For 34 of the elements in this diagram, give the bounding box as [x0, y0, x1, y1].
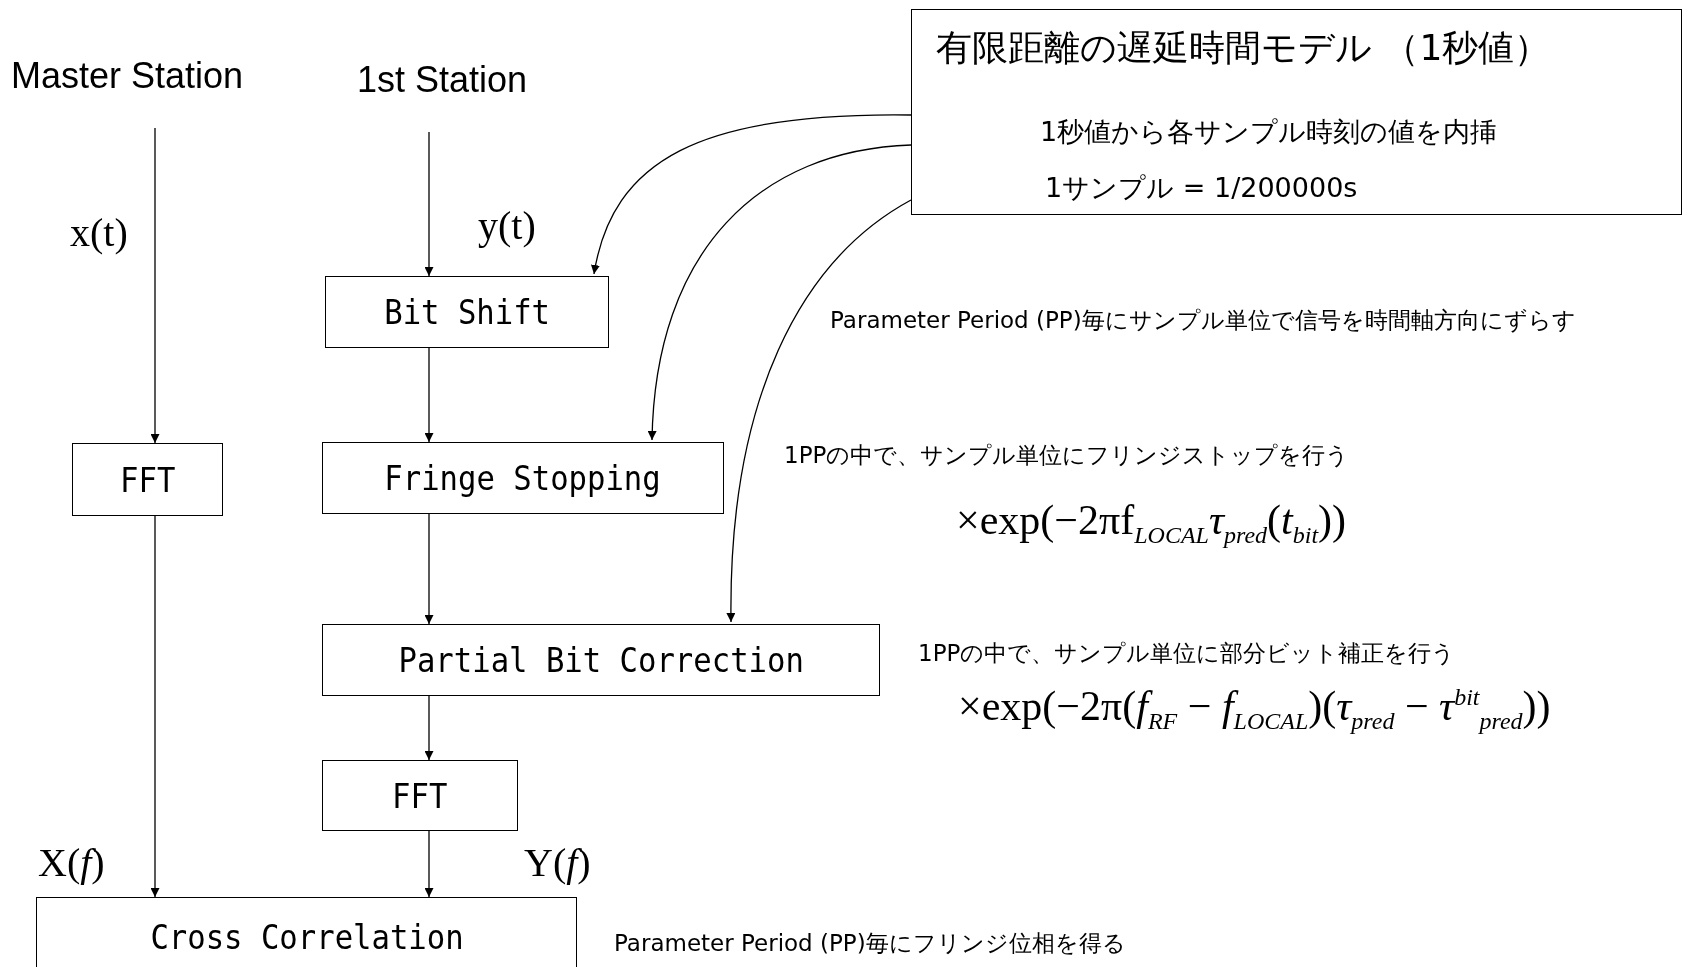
box-label: Cross Correlation — [149, 917, 464, 957]
arrow — [424, 131, 434, 277]
arrow — [424, 830, 434, 898]
box-label: FFT — [119, 459, 176, 500]
model-box — [911, 9, 1682, 215]
process-box — [36, 897, 577, 967]
note-text: 1PPの中で、サンプル単位に部分ビット補正を行う — [918, 639, 1456, 668]
box-label: Fringe Stopping — [384, 458, 662, 498]
box-label: FFT — [392, 775, 448, 816]
station-label: Master Station — [11, 52, 287, 100]
box-label: Partial Bit Correction — [398, 640, 804, 680]
arrow — [591, 114, 912, 275]
formula-text: ×exp(−2πf$_{LOCAL}$τ$_{pred}$(t$_{bit}$)) — [956, 496, 1347, 550]
arrow — [424, 347, 434, 443]
process-box — [322, 442, 724, 514]
model-heading: 有限距離の遅延時間モデル （1秒値） — [936, 26, 1551, 70]
process-box — [322, 624, 880, 696]
arrow — [424, 513, 434, 625]
note-text: Parameter Period (PP)毎にフリンジ位相を得る — [614, 929, 1126, 958]
process-box — [325, 276, 609, 348]
arrow — [424, 695, 434, 761]
arrow — [150, 515, 160, 898]
box-label: Bit Shift — [384, 292, 550, 332]
arrow — [648, 144, 912, 441]
station-label: 1st Station — [357, 56, 557, 104]
note-text: 1サンプル = 1/200000s — [1045, 171, 1358, 205]
process-box — [322, 760, 518, 831]
formula-text: ×exp(−2π(f$_{RF}$ − f$_{LOCAL}$)(τ$_{pred}$ − τ$^{bit}$$_{pred}$)) — [958, 682, 1551, 736]
note-text: 1PPの中で、サンプル単位にフリンジストップを行う — [784, 441, 1350, 470]
note-text: Parameter Period (PP)毎にサンプル単位で信号を時間軸方向にずらす — [830, 306, 1576, 335]
arrow — [150, 127, 160, 444]
arrow — [726, 199, 912, 623]
note-text: 1秒値から各サンプル時刻の値を内挿 — [1040, 115, 1498, 149]
process-box — [72, 443, 223, 516]
